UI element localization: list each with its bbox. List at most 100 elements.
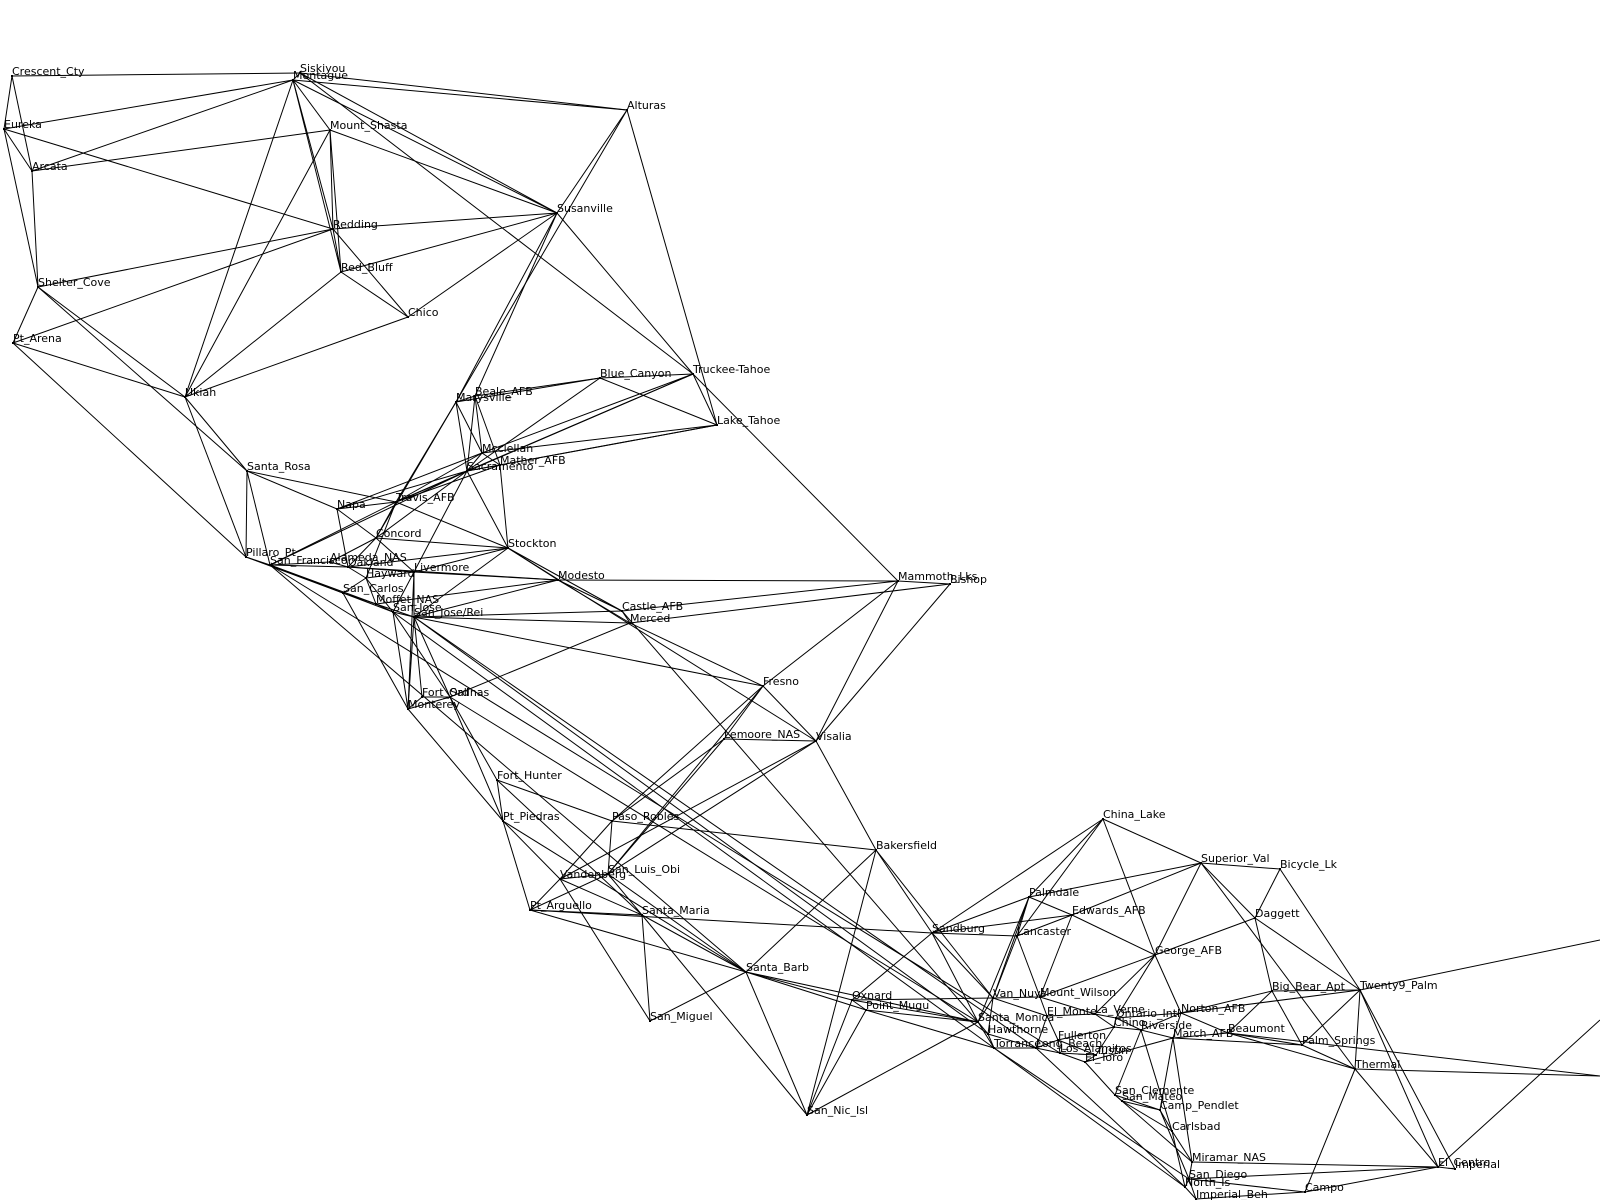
node-marker xyxy=(3,128,5,130)
edge-fresno-lemoore_nas xyxy=(723,685,764,740)
edge-crescent_cty-siskiyou xyxy=(11,72,301,77)
edge-mammoth_lks-bishop xyxy=(897,580,951,585)
node-label: Paso_Robles xyxy=(612,810,680,823)
edge-blue_canyon-sacramento xyxy=(466,377,601,472)
edge-superior_val-palmdale xyxy=(1028,862,1202,898)
node-stockton: Stockton xyxy=(507,537,556,550)
node-marker xyxy=(502,820,504,822)
node-marker xyxy=(496,779,498,781)
edge-concord-oakland xyxy=(347,537,377,568)
node-marker xyxy=(1172,1037,1174,1039)
edge-truckee_tahoe-mammoth_lks xyxy=(692,373,899,582)
node-marker xyxy=(292,79,294,81)
edge-modesto-merced xyxy=(557,579,631,624)
node-label: Fort_Ord xyxy=(422,686,469,699)
node-beale_afb: Beale_AFB xyxy=(474,385,533,398)
edge-eureka-arcata xyxy=(3,128,33,172)
edge-long_beach-los_alamitos xyxy=(1035,1047,1061,1054)
edge-riverside-march_afb xyxy=(1140,1029,1174,1039)
node-label: Point_Mugu xyxy=(866,999,929,1012)
node-marker xyxy=(1254,917,1256,919)
node-marker xyxy=(1159,1109,1161,1111)
edge-superior_val-daggett xyxy=(1200,862,1256,919)
edge-vandenberg-santa_maria xyxy=(559,878,643,916)
edge-beale_afb-mather_afb xyxy=(474,395,501,466)
node-marker xyxy=(466,470,468,472)
edge-blue_canyon-lake_tahoe xyxy=(599,377,718,426)
node-label: Mather_AFB xyxy=(500,454,566,467)
edge-lemoore_nas-san_luis_obi xyxy=(607,738,725,875)
edge-santa_maria-san_nic_isl xyxy=(641,914,808,1116)
edge-fullerton-tustin xyxy=(1057,1039,1097,1056)
node-marker xyxy=(329,129,331,131)
edge-san_luis_obi-santa_barb xyxy=(607,873,747,973)
node-marker xyxy=(1359,989,1361,991)
edge-fort_hunter-pt_piedras xyxy=(496,779,504,822)
node-mcclellan: Mcclellan xyxy=(481,442,533,455)
edge-concord-stockton xyxy=(375,537,509,549)
node-label: Marysville xyxy=(456,391,512,404)
edge-san_mateo-carlsbad xyxy=(1121,1100,1173,1132)
edge-modesto-moffet_nas xyxy=(375,579,559,605)
node-fort_hunter: Fort_Hunter xyxy=(496,769,562,782)
node-label: El_Toro xyxy=(1085,1051,1123,1064)
edge-san_carlos-san_jose xyxy=(342,592,394,613)
edge-superior_val-edwards_afb xyxy=(1071,862,1202,916)
edge-shelter_cove-pt_arena xyxy=(12,286,39,344)
edge-santa_barb-oxnard xyxy=(745,971,853,1001)
edge-stockton-san_jose_rei xyxy=(413,547,509,618)
node-label: Pt_Piedras xyxy=(503,810,560,823)
node-monterey: Monterey xyxy=(407,698,460,711)
edge-san_jose_rei-monterey xyxy=(407,616,415,710)
node-label: Sacramento xyxy=(467,460,534,473)
node-marker xyxy=(1200,862,1202,864)
edge-susanville-marysville xyxy=(455,212,558,403)
node-carlsbad: Carlsbad xyxy=(1171,1120,1220,1133)
node-label: Oxnard xyxy=(852,989,892,1002)
node-label: Campo xyxy=(1305,1181,1344,1194)
edge-san_jose_rei-merced xyxy=(413,616,631,624)
edge-el_centro-imperial xyxy=(1437,1166,1456,1170)
node-label: Bicycle_Lk xyxy=(1280,858,1338,871)
edge-hayward-san_jose xyxy=(365,577,394,613)
node-marker xyxy=(413,571,415,573)
node-marker xyxy=(1035,1047,1037,1049)
node-fullerton: Fullerton xyxy=(1057,1029,1106,1042)
edge-alturas-lake_tahoe xyxy=(626,109,718,426)
edge-sacramento-concord xyxy=(375,470,468,539)
node-thermal: Thermal xyxy=(1354,1058,1400,1071)
edge-bakersfield-van_nuys xyxy=(875,849,994,999)
node-label: March_AFB xyxy=(1173,1027,1233,1040)
node-fresno: Fresno xyxy=(762,675,799,688)
node-marker xyxy=(1115,1017,1117,1019)
node-marker xyxy=(340,271,342,273)
node-marker xyxy=(507,547,509,549)
node-label: Ontario_Intl xyxy=(1116,1007,1180,1020)
node-marker xyxy=(1071,914,1073,916)
node-palmdale: Palmdale xyxy=(1028,886,1079,899)
edge-susanville-truckee_tahoe xyxy=(556,212,694,375)
edge-merced-salinas xyxy=(449,622,631,698)
node-san_luis_obi: San_Luis_Obi xyxy=(607,863,680,876)
edge-redding-susanville xyxy=(332,212,558,230)
edge-oakland-hayward xyxy=(347,566,367,579)
edge-twenty9_palm-thermal xyxy=(1354,989,1361,1070)
node-livermore: Livermore xyxy=(413,561,470,574)
edge-san_jose_rei-fresno xyxy=(413,616,764,687)
node-van_nuys: Van_Nuys xyxy=(992,987,1047,1000)
edge-beale_afb-mcclellan xyxy=(474,395,483,454)
node-marker xyxy=(421,696,423,698)
edge-san_diego-el_centro xyxy=(1188,1166,1439,1180)
node-label: Imperial_Beh xyxy=(1196,1188,1268,1200)
edge-santa_barb-point_mugu xyxy=(745,971,867,1011)
node-label: Lancaster xyxy=(1017,925,1071,938)
edge-norton_afb-march_afb xyxy=(1172,1012,1182,1039)
edge-sandburg-lancaster xyxy=(931,932,1018,937)
node-marker xyxy=(897,580,899,582)
node-label: Moffet_NAS xyxy=(376,593,439,606)
edge-santa_rosa-san_francisco xyxy=(246,470,271,566)
edge-napa-concord xyxy=(336,508,377,539)
node-miramar_nas: Miramar_NAS xyxy=(1191,1151,1266,1164)
edge-san_diego-campo xyxy=(1188,1178,1306,1193)
edge-hayward-livermore xyxy=(365,571,415,579)
